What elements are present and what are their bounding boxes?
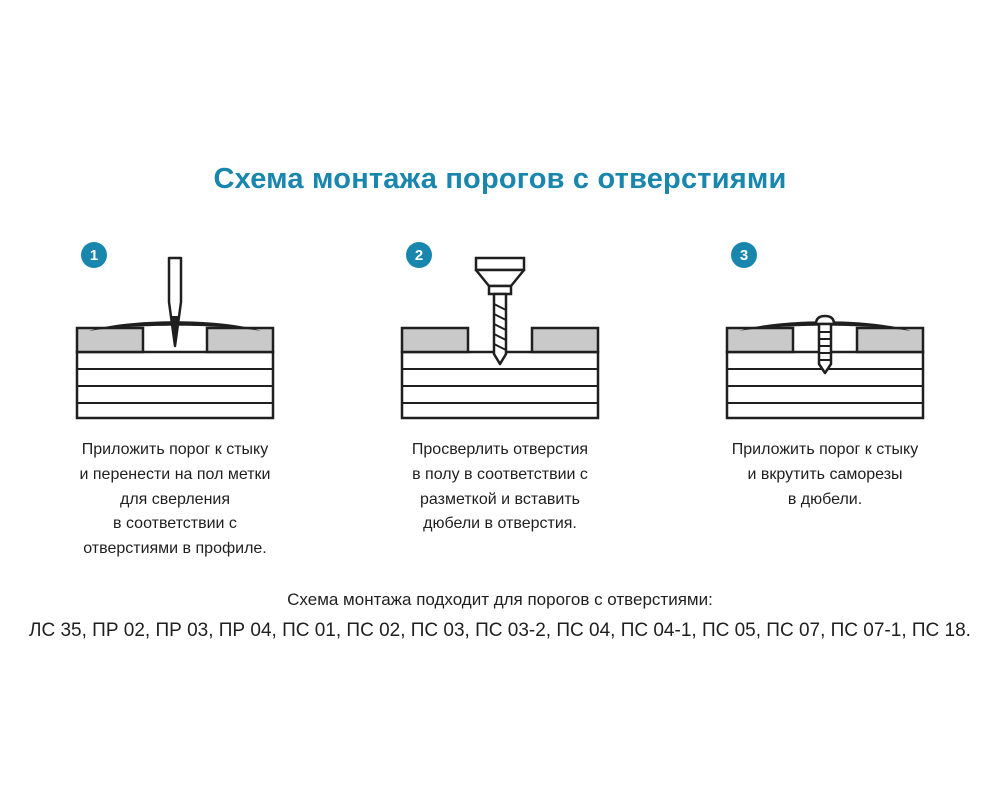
step-1-number-badge: 1 bbox=[81, 242, 107, 268]
footer: Схема монтажа подходит для порогов с отв… bbox=[0, 590, 1000, 642]
step-1-figure bbox=[75, 256, 275, 424]
step-2: 2 bbox=[365, 242, 635, 562]
steps-row: 1 bbox=[0, 242, 1000, 562]
step-3-caption: Приложить порог к стыку и вкрутить самор… bbox=[731, 441, 919, 508]
step-2-figure bbox=[400, 256, 600, 424]
step-1: 1 bbox=[40, 242, 310, 562]
step-3-figure bbox=[725, 256, 925, 424]
drill-bit-icon bbox=[474, 256, 526, 366]
step-2-number-badge: 2 bbox=[406, 242, 432, 268]
floor-base bbox=[75, 350, 275, 420]
awl-icon bbox=[167, 256, 183, 348]
page-title: Схема монтажа порогов с отверстиями bbox=[213, 163, 787, 195]
awl-marking-icon bbox=[75, 256, 275, 420]
floor-coverings bbox=[75, 326, 275, 354]
step-3: 3 bbox=[690, 242, 960, 562]
screw-icon bbox=[725, 314, 925, 420]
step-3-number-badge: 3 bbox=[731, 242, 757, 268]
footer-intro-text: Схема монтажа подходит для порогов с отв… bbox=[287, 589, 713, 609]
step-1-caption: Приложить порог к стыку и перенести на п… bbox=[79, 441, 271, 558]
step-2-caption: Просверлить отверстия в полу в соответст… bbox=[411, 441, 589, 533]
drill-icon bbox=[400, 256, 600, 420]
self-tapping-screw-icon bbox=[814, 314, 836, 375]
threshold-profile bbox=[739, 321, 911, 331]
floor-coverings bbox=[400, 326, 600, 354]
footer-models-list: ЛС 35, ПР 02, ПР 03, ПР 04, ПС 01, ПС 02… bbox=[29, 619, 971, 641]
threshold-profile bbox=[89, 321, 261, 331]
